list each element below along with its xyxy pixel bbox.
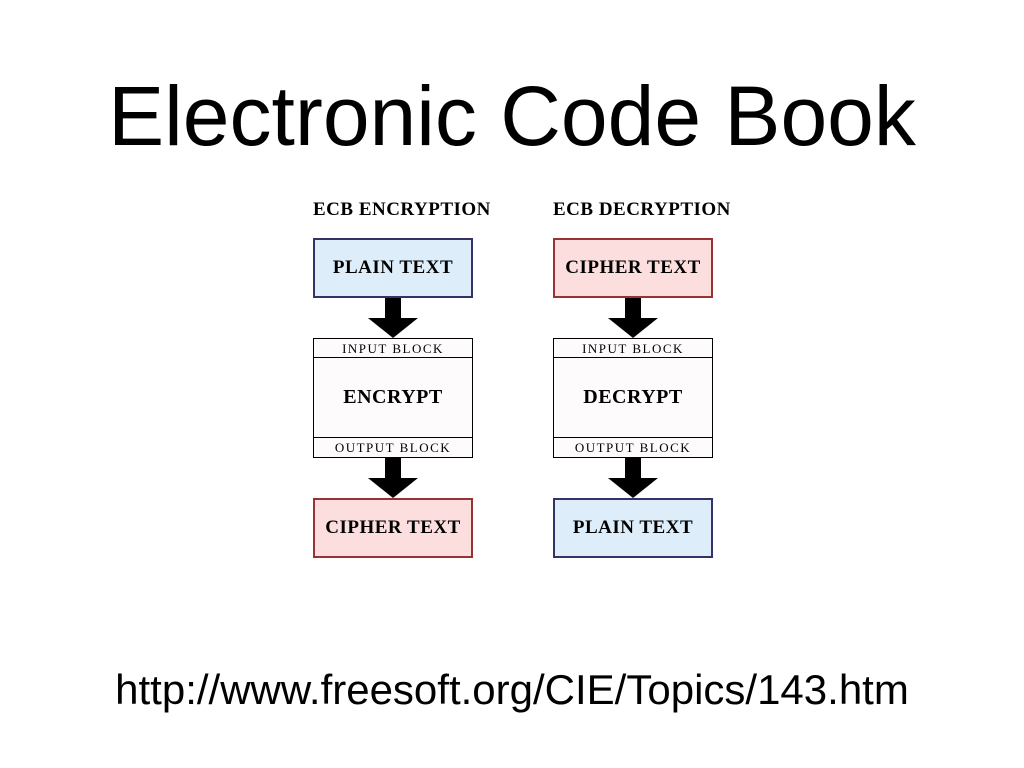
down-arrow-icon: [553, 298, 713, 338]
decryption-cipher-text-label: CIPHER TEXT: [565, 257, 701, 278]
source-url: http://www.freesoft.org/CIE/Topics/143.h…: [115, 666, 909, 713]
encrypt-output-block-label: OUTPUT BLOCK: [314, 437, 472, 457]
down-arrow-stem: [625, 458, 641, 478]
page-title: Electronic Code Book: [108, 69, 916, 163]
down-arrow-head: [608, 318, 658, 338]
decryption-plain-text-label: PLAIN TEXT: [572, 517, 694, 538]
decryption-cipher-text-box: CIPHER TEXT: [553, 238, 713, 298]
down-arrow-stem: [625, 298, 641, 318]
decrypt-label: DECRYPT: [583, 386, 683, 408]
down-arrow-head: [608, 478, 658, 498]
encryption-plain-text-box: PLAIN TEXT: [313, 238, 473, 298]
down-arrow-stem: [385, 458, 401, 478]
down-arrow-icon: [313, 298, 473, 338]
decrypt-input-block-label: INPUT BLOCK: [554, 339, 712, 358]
encryption-column: ECB ENCRYPTION PLAIN TEXT INPUT BLOCK EN…: [313, 199, 491, 558]
encrypt-process-box: INPUT BLOCK ENCRYPT OUTPUT BLOCK: [313, 338, 473, 458]
encrypt-input-block-label: INPUT BLOCK: [314, 339, 472, 358]
decryption-column: ECB DECRYPTION CIPHER TEXT INPUT BLOCK D…: [553, 199, 731, 558]
down-arrow-head: [368, 478, 418, 498]
decrypt-process-box: INPUT BLOCK DECRYPT OUTPUT BLOCK: [553, 338, 713, 458]
decrypt-output-block-label: OUTPUT BLOCK: [554, 437, 712, 457]
encrypt-label: ENCRYPT: [343, 386, 443, 408]
down-arrow-head: [368, 318, 418, 338]
decryption-plain-text-box: PLAIN TEXT: [553, 498, 713, 558]
down-arrow-stem: [385, 298, 401, 318]
down-arrow-icon: [313, 458, 473, 498]
encryption-column-header: ECB ENCRYPTION: [313, 199, 491, 220]
encryption-cipher-text-label: CIPHER TEXT: [325, 517, 461, 538]
decryption-column-header: ECB DECRYPTION: [553, 199, 731, 220]
down-arrow-icon: [553, 458, 713, 498]
encryption-cipher-text-box: CIPHER TEXT: [313, 498, 473, 558]
encryption-plain-text-label: PLAIN TEXT: [332, 257, 454, 278]
